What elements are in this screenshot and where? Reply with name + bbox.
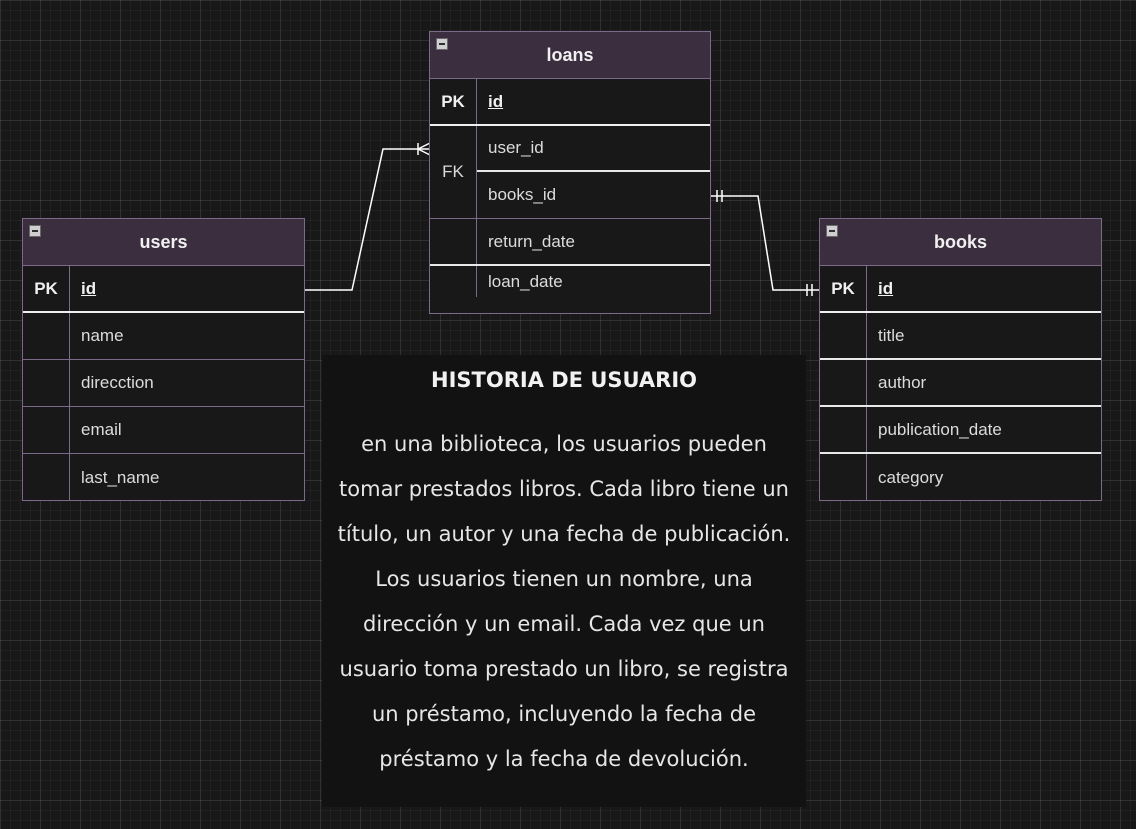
user-story-line: título, un autor y una fecha de publicac… [337, 522, 791, 546]
books-author-field: author [878, 372, 927, 392]
user-story-line: Los usuarios tienen un nombre, una [375, 567, 753, 591]
loans-return-date-field: return_date [488, 231, 575, 251]
users-last-name-field: last_name [81, 467, 160, 487]
loans-field-row[interactable]: return_date [430, 219, 710, 266]
loans-table[interactable]: loans PK id FK user_id books_id return_d… [429, 31, 711, 314]
loans-field-row[interactable]: loan_date [430, 266, 710, 297]
users-id-field: id [81, 278, 97, 298]
collapse-icon[interactable] [436, 38, 448, 50]
user-story-body: en una biblioteca, los usuarios pueden t… [322, 422, 806, 782]
users-field-row[interactable]: last_name [23, 454, 304, 501]
users-name-field: name [81, 326, 124, 345]
loans-pk-row[interactable]: PK id [430, 79, 710, 126]
users-table-header[interactable]: users [23, 219, 304, 266]
fk-label: FK [430, 126, 477, 218]
user-story-line: un préstamo, incluyendo la fecha de [371, 702, 757, 726]
users-direcction-field: direcction [81, 373, 154, 392]
books-field-row[interactable]: title [820, 313, 1101, 360]
users-loans-connector [305, 148, 430, 291]
loans-books-id-field[interactable]: books_id [488, 185, 557, 204]
loans-user-id-field[interactable]: user_id [477, 126, 710, 172]
pk-label: PK [820, 266, 867, 311]
books-category-field: category [878, 467, 944, 487]
user-story-title: HISTORIA DE USUARIO [431, 368, 697, 392]
users-field-row[interactable]: direcction [23, 360, 304, 407]
loans-table-header[interactable]: loans [430, 32, 710, 79]
books-field-row[interactable]: publication_date [820, 407, 1101, 454]
books-pk-row[interactable]: PK id [820, 266, 1101, 313]
pk-label: PK [430, 79, 477, 124]
user-story-line: usuario toma prestado un libro, se regis… [339, 657, 789, 681]
loans-table-title: loans [546, 44, 594, 65]
users-email-field: email [81, 420, 122, 439]
loans-id-field: id [488, 91, 504, 111]
books-id-field: id [878, 278, 894, 298]
loans-books-connector [711, 195, 820, 291]
user-story-line: en una biblioteca, los usuarios pueden [361, 432, 767, 456]
books-table-header[interactable]: books [820, 219, 1101, 266]
users-table-title: users [139, 231, 188, 252]
users-field-row[interactable]: email [23, 407, 304, 454]
books-publication-date-field: publication_date [878, 419, 1002, 439]
users-table[interactable]: users PK id name direcction email last_n… [22, 218, 305, 501]
users-field-row[interactable]: name [23, 313, 304, 360]
books-title-field: title [878, 325, 905, 345]
books-table-title: books [933, 231, 987, 252]
loans-fk-group[interactable]: FK user_id books_id [430, 126, 710, 219]
user-story-line: préstamo y la fecha de devolución. [379, 747, 749, 771]
collapse-icon[interactable] [29, 225, 41, 237]
loans-loan-date-field: loan_date [488, 271, 563, 291]
collapse-icon[interactable] [826, 225, 838, 237]
books-field-row[interactable]: author [820, 360, 1101, 407]
books-table[interactable]: books PK id title author publication_dat… [819, 218, 1102, 501]
user-story-box[interactable]: HISTORIA DE USUARIO en una biblioteca, l… [322, 355, 806, 807]
user-story-line: dirección y un email. Cada vez que un [363, 612, 765, 636]
books-field-row[interactable]: category [820, 454, 1101, 501]
one-mandatory-icon [716, 190, 813, 296]
crows-foot-icon [417, 142, 431, 156]
user-story-line: tomar prestados libros. Cada libro tiene… [339, 477, 789, 501]
users-pk-row[interactable]: PK id [23, 266, 304, 313]
pk-label: PK [23, 266, 70, 311]
